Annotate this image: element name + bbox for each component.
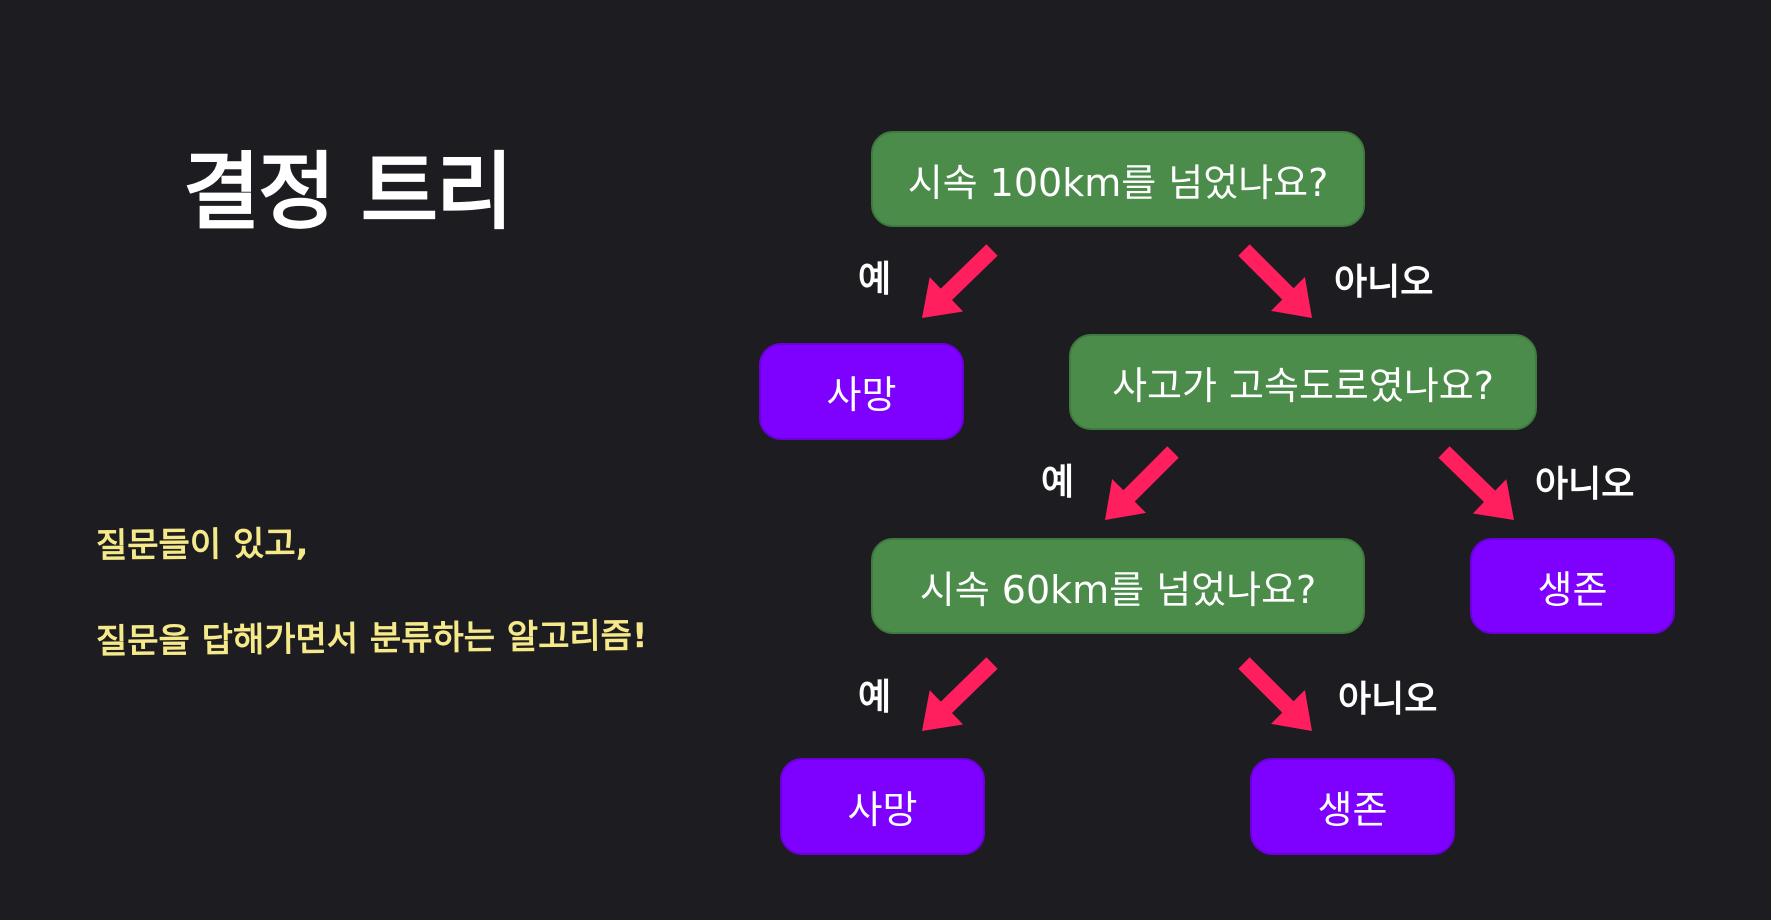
question-node-highway: 사고가 고속도로였나요? — [1069, 334, 1537, 430]
result-label-death-2: 사망 — [847, 788, 918, 832]
edge-label-q3-no: 아니오 — [1338, 679, 1438, 720]
result-label-survive-1: 생존 — [1537, 567, 1608, 612]
result-label-survive-2: 생존 — [1317, 788, 1388, 832]
question-label-highway: 사고가 고속도로였나요? — [1112, 363, 1494, 408]
result-label-death-1: 사망 — [826, 373, 897, 417]
arrow-q3-yes — [922, 657, 998, 731]
edge-label-q2-no: 아니오 — [1535, 464, 1635, 505]
arrow-q3-no — [1238, 657, 1312, 731]
arrow-q2-yes — [1105, 446, 1179, 520]
result-node-survive-2: 생존 — [1250, 758, 1455, 855]
result-node-death-2: 사망 — [780, 758, 985, 855]
edge-label-q1-yes: 예 — [858, 259, 892, 300]
question-label-speed-60: 시속 60km를 넘었나요? — [919, 567, 1317, 612]
result-node-survive-1: 생존 — [1470, 538, 1675, 634]
page-title: 결정 트리 — [183, 143, 513, 241]
question-label-speed-100: 시속 100km를 넘었나요? — [907, 160, 1329, 205]
arrow-q1-yes — [922, 244, 998, 318]
arrow-q1-no — [1238, 244, 1312, 318]
edge-label-q1-no: 아니오 — [1334, 262, 1434, 303]
edge-label-q2-yes: 예 — [1041, 462, 1075, 503]
question-node-speed-60: 시속 60km를 넘었나요? — [871, 538, 1365, 634]
edge-label-q3-yes: 예 — [858, 677, 892, 718]
arrow-q2-no — [1438, 446, 1514, 520]
result-node-death-1: 사망 — [759, 343, 964, 440]
question-node-speed-100: 시속 100km를 넘었나요? — [871, 131, 1365, 227]
